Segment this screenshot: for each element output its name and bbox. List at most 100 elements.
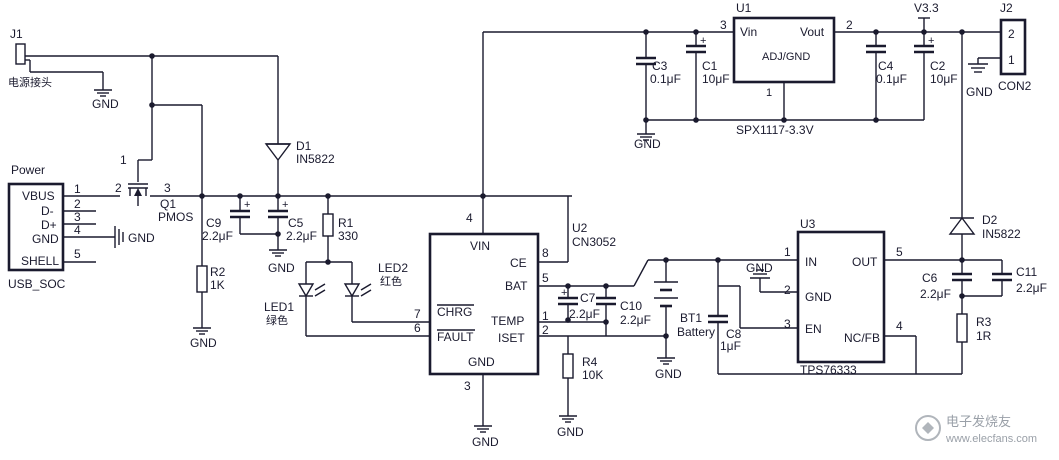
svg-text:+: +	[282, 199, 288, 211]
j2-name: CON2	[998, 79, 1032, 93]
c6-ref: C6	[922, 271, 938, 285]
u1-pin-vout: Vout	[800, 25, 825, 39]
d1-diode: D1 IN5822	[264, 56, 335, 196]
usb-num-3: 3	[74, 210, 81, 224]
u2-pin-fault: FAULT	[437, 330, 474, 344]
watermark-cn: 电子发烧友	[946, 414, 1011, 430]
u2-num-temp: 1	[542, 309, 549, 323]
c6-value: 2.2μF	[920, 287, 951, 301]
usb-pin-shell: SHELL	[21, 254, 59, 268]
u3-num-in: 1	[784, 245, 791, 259]
c1-ref: C1	[702, 59, 718, 73]
r4-ref: R4	[582, 355, 598, 369]
r1-resistor: R1 330	[322, 196, 358, 262]
u3-ref: U3	[800, 217, 816, 231]
v33-label: V3.3	[914, 1, 939, 15]
j1-connector: J1 电源接头 GND	[8, 27, 278, 111]
gnd-label-bt1: GND	[655, 367, 682, 381]
c1-value: 10μF	[702, 72, 730, 86]
u1-num-in: 3	[720, 18, 727, 32]
c11-value: 2.2μF	[1016, 281, 1047, 295]
gnd-label-r2: GND	[190, 336, 217, 350]
bt1-value: Battery	[677, 325, 715, 339]
r4-value: 10K	[582, 368, 603, 382]
c7-value: 2.2μF	[569, 307, 600, 321]
watermark-logo: 电子发烧友 www.elecfans.com	[915, 414, 1037, 445]
d1-ref: D1	[296, 139, 312, 153]
c9-value: 2.2μF	[202, 229, 233, 243]
c9-capacitor: + C9 2.2μF	[202, 196, 278, 243]
c4-capacitor: C4 0.1μF	[866, 32, 907, 120]
d2-value: IN5822	[982, 227, 1021, 241]
r1-ref: R1	[338, 216, 354, 230]
u3-pin-in: IN	[805, 255, 817, 269]
u3-pin-gnd: GND	[805, 290, 832, 304]
usb-gnd-label: GND	[128, 231, 155, 245]
u1-pin-vin: Vin	[740, 25, 757, 39]
u3-num-en: 3	[784, 317, 791, 331]
usb-num-4: 4	[74, 223, 81, 237]
u3-pin-ncfb: NC/FB	[844, 331, 880, 345]
c4-value: 0.1μF	[876, 72, 907, 86]
r2-value: 1K	[210, 278, 225, 292]
c6-capacitor: C6 2.2μF	[920, 260, 972, 314]
c7-capacitor: + C7 2.2μF	[558, 286, 600, 321]
gnd-label-c5: GND	[268, 261, 295, 275]
c9-ref: C9	[206, 216, 222, 230]
j2-pin2: 2	[1008, 27, 1015, 41]
u2-num-fault: 6	[414, 321, 421, 335]
q1-value: PMOS	[158, 210, 193, 224]
u2-pin-vin: VIN	[470, 239, 490, 253]
u2-num-vin: 4	[466, 211, 473, 225]
c2-capacitor: + C2 10μF	[914, 32, 958, 120]
svg-text:+: +	[700, 35, 706, 47]
j2-pin1: 1	[1008, 53, 1015, 67]
u3-pin-out: OUT	[852, 255, 878, 269]
u2-cn3052: VIN CE BAT CHRG TEMP FAULT ISET GND 4 8 …	[414, 31, 962, 449]
u2-num-chrg: 7	[414, 307, 421, 321]
r2-ref: R2	[210, 265, 226, 279]
u2-num-gnd: 3	[464, 379, 471, 393]
c8-value: 1μF	[720, 339, 741, 353]
c3-ref: C3	[652, 59, 668, 73]
q1-pmos: 1 2 3 Q1 PMOS	[115, 56, 193, 224]
u3-name: TPS76333	[800, 363, 857, 377]
u1-num-gnd: 1	[766, 87, 772, 99]
c10-capacitor: C10 2.2μF	[596, 286, 651, 336]
led2-color: 红色	[380, 274, 402, 288]
u2-pin-ce: CE	[510, 256, 527, 270]
c1-capacitor: + C1 10μF	[686, 32, 730, 120]
q1-pin1: 1	[120, 153, 127, 167]
j1-ref: J1	[10, 27, 23, 41]
gnd-label-u1: GND	[634, 137, 661, 151]
v33-net: V3.3	[914, 1, 939, 32]
u3-num-ncfb: 4	[896, 319, 903, 333]
d2-diode: D2 IN5822	[948, 32, 1021, 260]
bt1-ref: BT1	[680, 311, 702, 325]
u2-pin-gnd: GND	[468, 355, 495, 369]
u2-num-iset: 2	[542, 323, 549, 337]
c10-value: 2.2μF	[620, 313, 651, 327]
u2-num-ce: 8	[542, 246, 549, 260]
u2-pin-chrg: CHRG	[437, 305, 472, 319]
u2-num-bat: 5	[542, 271, 549, 285]
c11-capacitor: C11 2.2μF	[962, 259, 1047, 297]
r3-resistor: R3 1R	[956, 313, 992, 374]
u3-pin-en: EN	[805, 322, 822, 336]
u3-tps76333: U3 IN GND EN OUT NC/FB 1 2 3 5 4 TPS7633…	[718, 217, 962, 377]
c5-value: 2.2μF	[286, 229, 317, 243]
q1-ref: Q1	[160, 197, 176, 211]
c3-value: 0.1μF	[650, 72, 681, 86]
r1-value: 330	[338, 229, 358, 243]
usb-num-2: 2	[74, 197, 81, 211]
usb-name: USB_SOC	[8, 277, 66, 291]
u3-num-gnd: 2	[784, 283, 791, 297]
j1-label: 电源接头	[8, 75, 52, 89]
c4-ref: C4	[878, 59, 894, 73]
u2-pin-temp: TEMP	[491, 314, 524, 328]
led1-ref: LED1	[264, 300, 294, 314]
d2-ref: D2	[982, 213, 998, 227]
u3-num-out: 5	[896, 245, 903, 259]
usb-pin-dp: D+	[41, 218, 57, 232]
u1-spx1117: U1 Vin Vout ADJ/GND 3 2 1 SPX1117-3.3V	[720, 1, 853, 137]
